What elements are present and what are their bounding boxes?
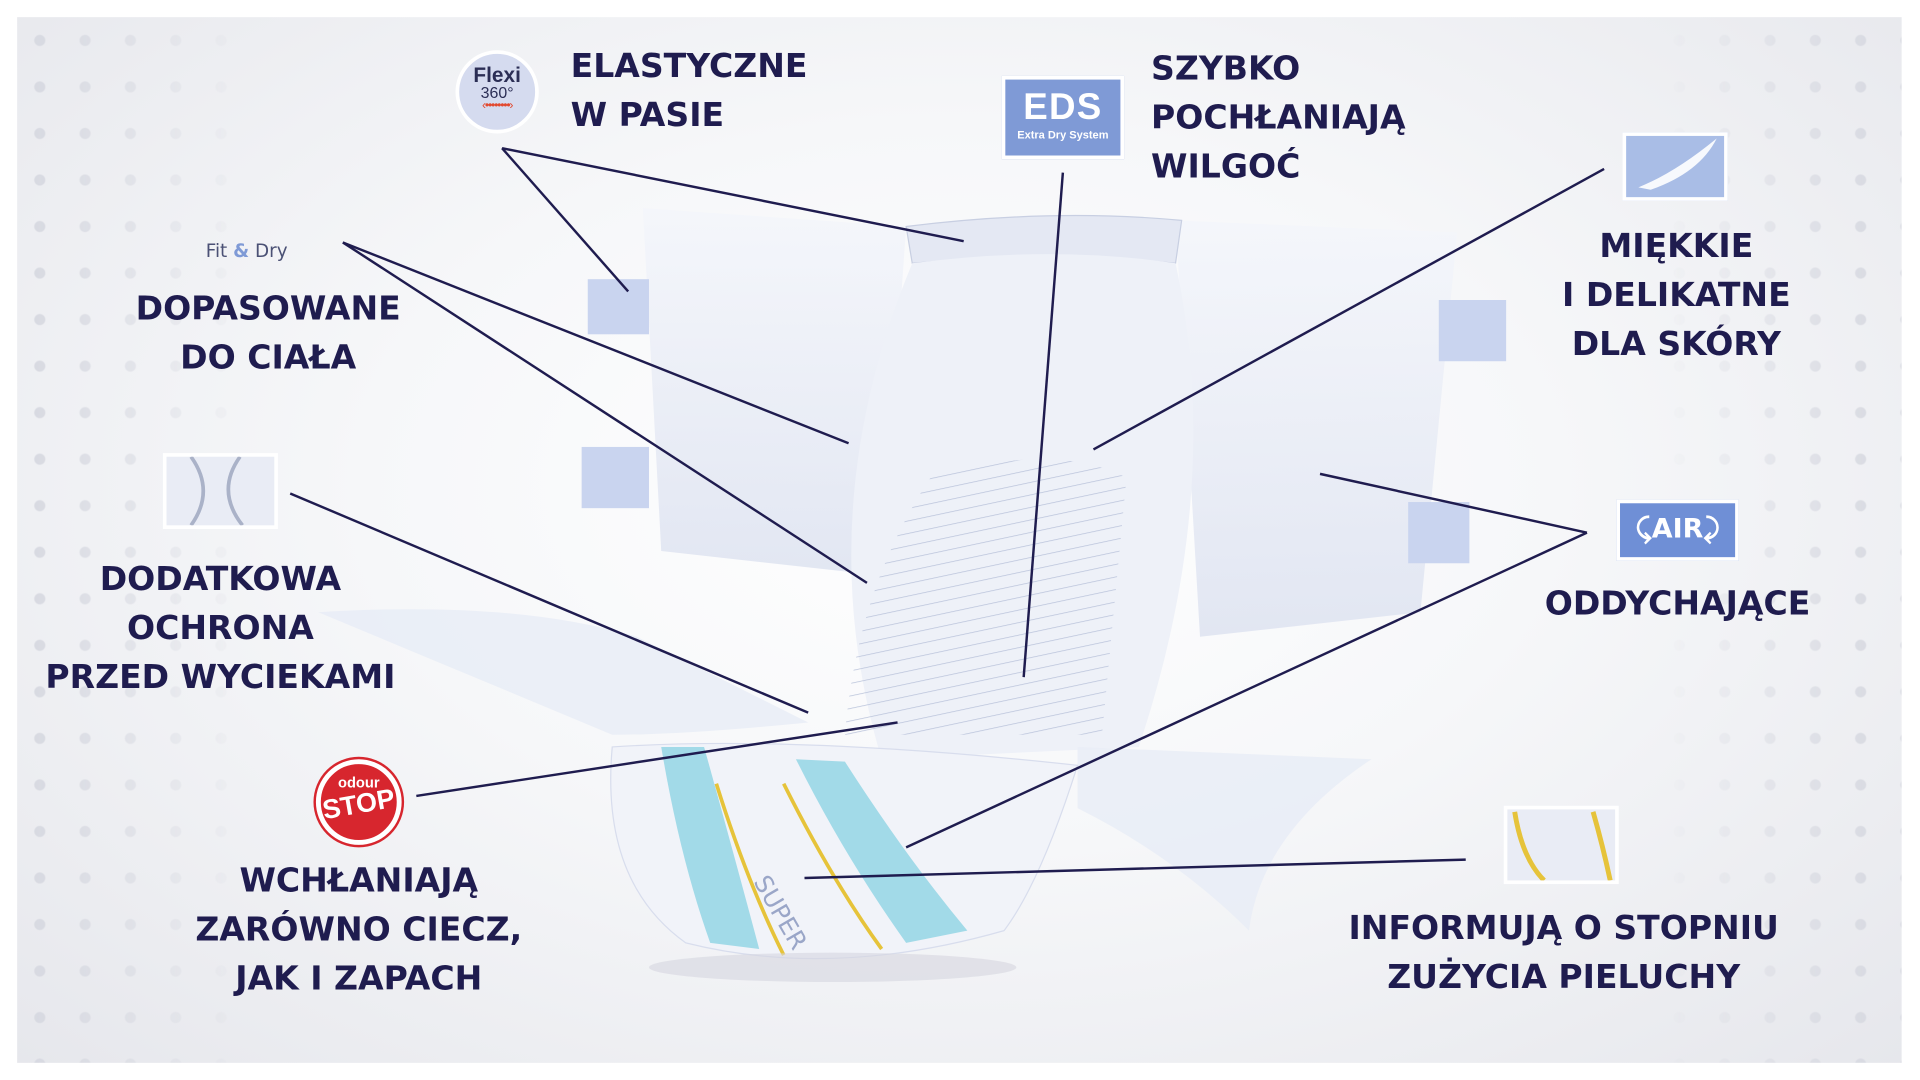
label-line: ELASTYCZNE: [570, 47, 808, 86]
pointer-line: [501, 147, 630, 293]
odour-stop-badge-icon: odour STOP: [315, 759, 402, 845]
stretch-arrow-icon: ‹••••••••›: [482, 99, 513, 113]
diaper-shadow: [648, 952, 1017, 983]
badge-text: Flexi: [473, 63, 521, 87]
feature-label-wetness-indicator: INFORMUJĄ O STOPNIU ZUŻYCIA PIELUCHY: [1348, 905, 1778, 1003]
feature-label-odour-absorption: WCHŁANIAJĄ ZARÓWNO CIECZ, JAK I ZAPACH: [195, 857, 522, 1004]
label-line: PRZED WYCIEKAMI: [45, 658, 396, 697]
label-line: JAK I ZAPACH: [235, 960, 483, 998]
pointer-line: [804, 858, 1466, 880]
pointer-line: [289, 492, 809, 714]
label-line: OCHRONA: [126, 609, 314, 648]
pointer-line: [416, 721, 898, 798]
feature-label-elastic-waist: ELASTYCZNE W PASIE: [571, 43, 808, 141]
label-line: DODATKOWA: [99, 560, 342, 599]
cyan-barrier-right: [795, 759, 968, 943]
fit-and-dry-logo-icon: Fit & Dry: [206, 240, 288, 262]
feature-label-body-fit: DOPASOWANE DO CIAŁA: [136, 285, 401, 383]
feature-label-soft-gentle: MIĘKKIE I DELIKATNE DLA SKÓRY: [1562, 223, 1791, 370]
wetness-indicator-thumbnail-icon: [1503, 805, 1619, 885]
dot-pattern-left: [17, 17, 263, 1063]
badge-text: 360°: [480, 83, 514, 102]
absorbent-core: [844, 459, 1127, 735]
pointer-line: [342, 241, 850, 445]
air-arrow-left-icon: ⤹: [1635, 514, 1652, 545]
cyan-barrier-left: [661, 746, 760, 949]
logo-text: &: [233, 240, 250, 263]
tape-left-top: [587, 279, 649, 335]
badge-text: AIR: [1651, 514, 1704, 545]
tape-right-top: [1438, 300, 1507, 362]
label-line: ZUŻYCIA PIELUCHY: [1387, 958, 1741, 997]
feather-thumbnail-icon: [1622, 132, 1728, 201]
badge-text: Extra Dry System: [1017, 128, 1109, 141]
label-line: INFORMUJĄ O STOPNIU: [1348, 909, 1779, 948]
pointer-line: [1022, 172, 1065, 678]
logo-text: Fit: [205, 240, 228, 263]
label-line: WILGOĆ: [1151, 148, 1301, 187]
label-line: SZYBKO: [1151, 50, 1301, 89]
label-line: POCHŁANIAJĄ: [1151, 99, 1406, 138]
label-line: WCHŁANIAJĄ: [239, 862, 479, 901]
air-breathable-badge-icon: ⤹AIR⤸: [1616, 499, 1739, 561]
label-line: ODDYCHAJĄCE: [1544, 585, 1811, 624]
label-line: DLA SKÓRY: [1571, 325, 1781, 364]
label-line: DO CIAŁA: [180, 339, 357, 378]
pointer-line: [1092, 167, 1605, 451]
flexi-360-badge-icon: Flexi 360° ‹••••••••›: [455, 50, 539, 134]
diaper-wing-left: [318, 609, 809, 735]
feature-label-fast-absorption: SZYBKO POCHŁANIAJĄ WILGOĆ: [1151, 45, 1406, 192]
feature-label-leak-protection: DODATKOWA OCHRONA PRZED WYCIEKAMI: [45, 556, 395, 703]
label-line: I DELIKATNE: [1562, 276, 1791, 315]
label-line: MIĘKKIE: [1599, 227, 1754, 266]
label-line: DOPASOWANE: [135, 290, 401, 329]
eds-badge-icon: EDS Extra Dry System: [1001, 75, 1125, 160]
label-line: W PASIE: [570, 96, 725, 135]
pointer-line: [1319, 472, 1588, 534]
label-line: ZARÓWNO CIECZ,: [195, 911, 523, 949]
diaper-wing-right: [1077, 746, 1372, 931]
diaper-back-right: [1175, 220, 1458, 637]
pointer-line: [905, 531, 1588, 849]
diaper-back-left: [642, 208, 907, 576]
wetness-indicator-right: [782, 782, 884, 951]
wetness-indicator-left: [714, 783, 786, 956]
tape-right-bottom: [1408, 502, 1470, 564]
tape-left-bottom: [581, 446, 649, 509]
pointer-line: [501, 146, 964, 243]
badge-text: odour: [337, 773, 380, 792]
badge-text: EDS: [1023, 86, 1103, 128]
air-arrow-right-icon: ⤸: [1703, 514, 1720, 545]
logo-text: Dry: [255, 240, 288, 263]
leak-guard-thumbnail-icon: [162, 453, 278, 529]
feature-label-breathable: ODDYCHAJĄCE: [1545, 580, 1811, 629]
pointer-line: [342, 241, 868, 584]
